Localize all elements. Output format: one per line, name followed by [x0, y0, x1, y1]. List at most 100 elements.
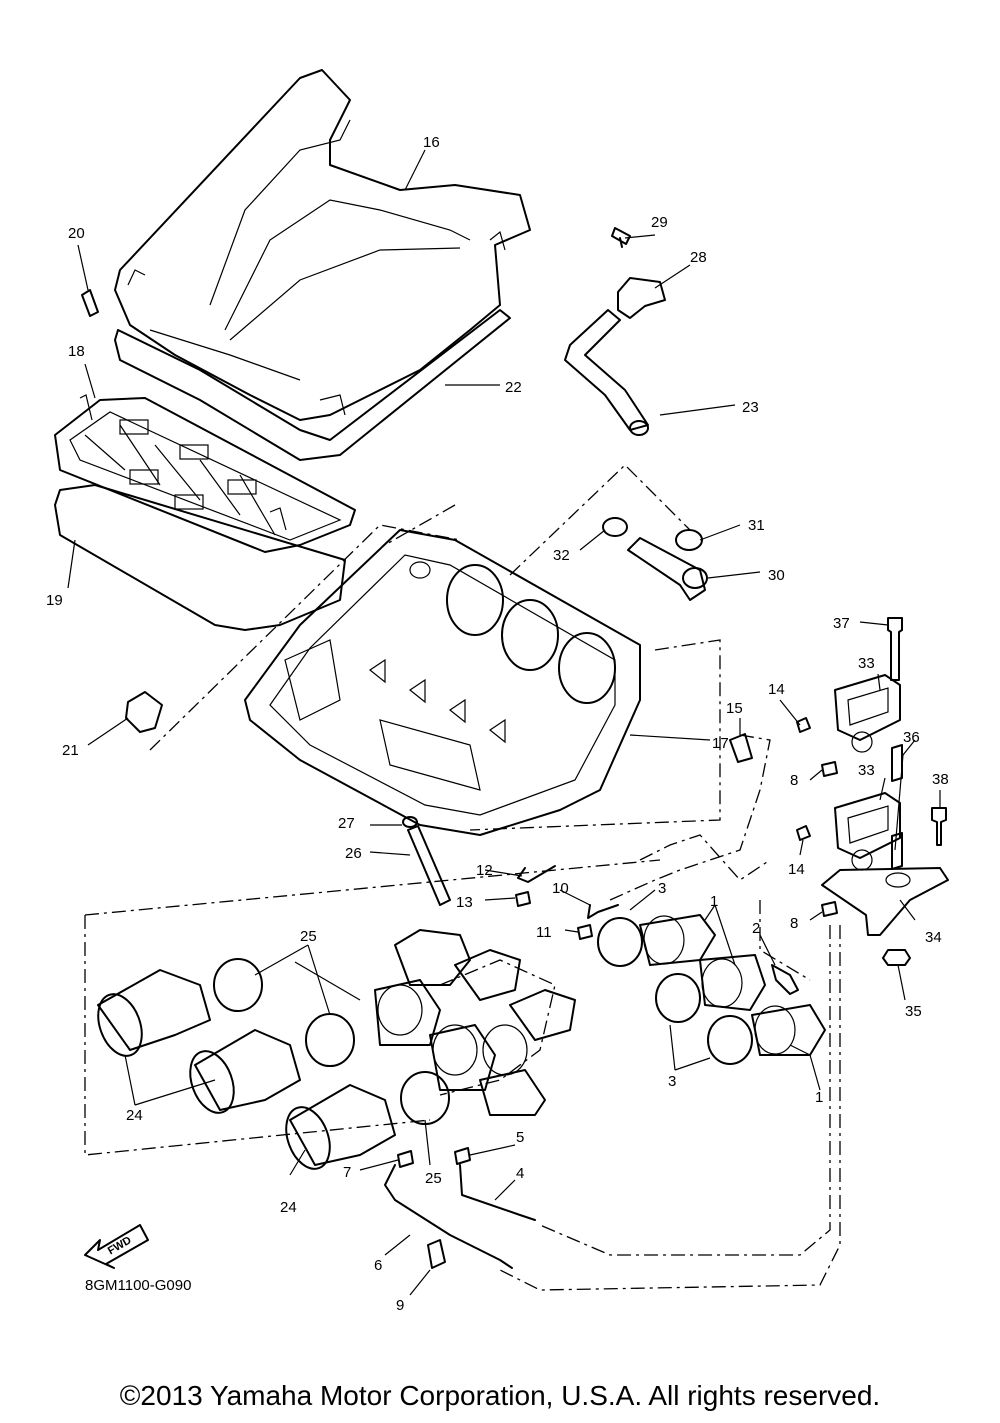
- clip-9: [427, 1239, 446, 1269]
- clamp-25c: [400, 1071, 450, 1125]
- callout-2: 2: [752, 920, 760, 937]
- clamp-15: [729, 733, 753, 763]
- collar-36b: [891, 832, 903, 870]
- callout-24a: 24: [126, 1107, 143, 1124]
- callout-20: 20: [68, 225, 85, 242]
- hose-10: [587, 904, 619, 919]
- callout-3b: 3: [668, 1073, 676, 1090]
- diagram-code: 8GM1100-G090: [85, 1277, 191, 1294]
- callout-4: 4: [516, 1165, 524, 1182]
- callout-13: 13: [456, 894, 473, 911]
- clip-11: [577, 924, 593, 940]
- callout-21: 21: [62, 742, 79, 759]
- hose-4: [459, 1164, 536, 1221]
- air-filter-element: [54, 394, 356, 553]
- exploded-parts-drawing: FWD 16 20 18 19 21 22 23 28 29 31 32 30 …: [46, 69, 949, 1314]
- funnel-24a: [97, 969, 211, 1057]
- damper: [125, 691, 163, 733]
- bracket-34: [821, 867, 949, 936]
- callout-15: 15: [726, 700, 743, 717]
- breather-hose: [564, 309, 649, 431]
- callout-33b: 33: [858, 762, 875, 779]
- collar-36a: [891, 744, 903, 782]
- breather-joint: [617, 277, 666, 319]
- hose-30: [627, 537, 706, 601]
- joint-1c: [751, 1004, 826, 1056]
- reed-valve-lower: [834, 792, 901, 871]
- callout-33a: 33: [858, 655, 875, 672]
- callout-9: 9: [396, 1297, 404, 1314]
- callout-1b: 1: [815, 1089, 823, 1106]
- clip-8b: [821, 901, 838, 917]
- sealing-piece: [81, 289, 99, 317]
- callout-8a: 8: [790, 772, 798, 789]
- callout-6: 6: [374, 1257, 382, 1274]
- bolt-37: [887, 617, 903, 681]
- group-outline-lower: [84, 834, 771, 1156]
- clamp-25b: [305, 1013, 355, 1067]
- clip-8a: [821, 761, 838, 777]
- hose-6: [384, 1164, 513, 1269]
- callout-5: 5: [516, 1129, 524, 1146]
- callout-18: 18: [68, 343, 85, 360]
- clip-14b: [796, 825, 811, 841]
- callout-labels: 16 20 18 19 21 22 23 28 29 31 32 30 17 3…: [46, 134, 949, 1314]
- callout-34: 34: [925, 929, 942, 946]
- hose-routing-mid: [609, 734, 771, 901]
- callout-25b: 25: [425, 1170, 442, 1187]
- callout-25a: 25: [300, 928, 317, 945]
- callout-22: 22: [505, 379, 522, 396]
- clip-7: [397, 1150, 414, 1168]
- callout-1a: 1: [710, 893, 718, 910]
- group-outline-upper: [149, 464, 721, 831]
- callout-19: 19: [46, 592, 63, 609]
- callout-37: 37: [833, 615, 850, 632]
- clip-5: [454, 1147, 471, 1165]
- clip-27: [402, 816, 418, 828]
- callout-23: 23: [742, 399, 759, 416]
- callout-14a: 14: [768, 681, 785, 698]
- clamp-3b: [655, 973, 701, 1023]
- funnel-24c: [285, 1084, 396, 1170]
- leader-lines: [67, 149, 941, 1296]
- callout-12: 12: [476, 862, 493, 879]
- callout-7: 7: [343, 1164, 351, 1181]
- callout-10: 10: [552, 880, 569, 897]
- callout-32: 32: [553, 547, 570, 564]
- hose-routing-right: [499, 900, 841, 1291]
- hose-26: [407, 825, 451, 906]
- clamp-3a: [597, 917, 643, 967]
- callout-26: 26: [345, 845, 362, 862]
- screw-29: [611, 227, 631, 248]
- callout-29: 29: [651, 214, 668, 231]
- clamp-3c: [707, 1015, 753, 1065]
- callout-35: 35: [905, 1003, 922, 1020]
- callout-14b: 14: [788, 861, 805, 878]
- reed-valve-upper: [834, 674, 901, 753]
- air-box-gasket: [114, 309, 511, 461]
- callout-36: 36: [903, 729, 920, 746]
- clip-13: [515, 891, 531, 907]
- joint-1b: [699, 954, 766, 1011]
- callout-11: 11: [536, 924, 552, 941]
- clamp-31: [675, 529, 703, 551]
- callout-16: 16: [423, 134, 440, 151]
- forward-arrow-icon: FWD: [84, 1224, 149, 1269]
- copyright-notice: ©2013 Yamaha Motor Corporation, U.S.A. A…: [119, 1380, 881, 1411]
- clamp-32: [602, 517, 628, 537]
- air-box-case: [244, 529, 641, 836]
- callout-3a: 3: [658, 880, 666, 897]
- funnel-24b: [189, 1029, 301, 1114]
- callout-28: 28: [690, 249, 707, 266]
- air-box-cover: [114, 69, 531, 421]
- callout-27: 27: [338, 815, 355, 832]
- callout-31: 31: [748, 517, 765, 534]
- joint-1a: [639, 914, 716, 966]
- bolt-38: [931, 807, 947, 846]
- callout-24b: 24: [280, 1199, 297, 1216]
- callout-17: 17: [712, 735, 729, 752]
- nut-35: [882, 949, 911, 966]
- clamp-25a: [213, 958, 263, 1012]
- callout-38: 38: [932, 771, 949, 788]
